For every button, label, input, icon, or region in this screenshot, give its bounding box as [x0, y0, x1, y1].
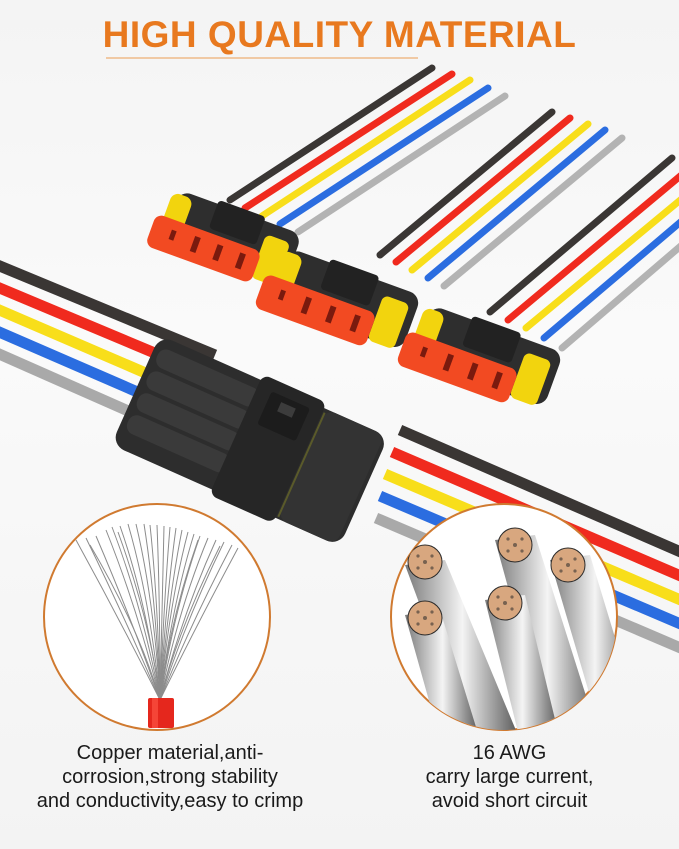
caption-line: avoid short circuit — [431, 790, 588, 812]
caption-line: 16 AWG — [472, 742, 547, 764]
female-connector-1 — [147, 193, 299, 285]
page-title: HIGH QUALITY MATERIAL — [102, 14, 577, 55]
caption-line: carry large current, — [425, 766, 594, 788]
female-connector-2-wires — [376, 108, 626, 290]
male-connector — [115, 339, 384, 542]
female-connector-2 — [255, 251, 419, 348]
feature-caption-copper: Copper material,anti- corrosion,strong s… — [0, 741, 340, 813]
caption-line: and conductivity,easy to crimp — [36, 790, 304, 812]
female-connector-1-wires — [226, 64, 509, 236]
title-underline — [106, 57, 418, 59]
caption-line: Copper material,anti- — [76, 742, 264, 764]
female-connector-3-wires — [486, 154, 679, 352]
feature-caption-gauge: 16 AWG carry large current, avoid short … — [340, 741, 679, 813]
caption-line: corrosion,strong stability — [62, 766, 278, 788]
wire-bundles-detail — [390, 503, 618, 731]
copper-strands-detail — [43, 503, 271, 731]
female-connector-3 — [397, 308, 561, 405]
